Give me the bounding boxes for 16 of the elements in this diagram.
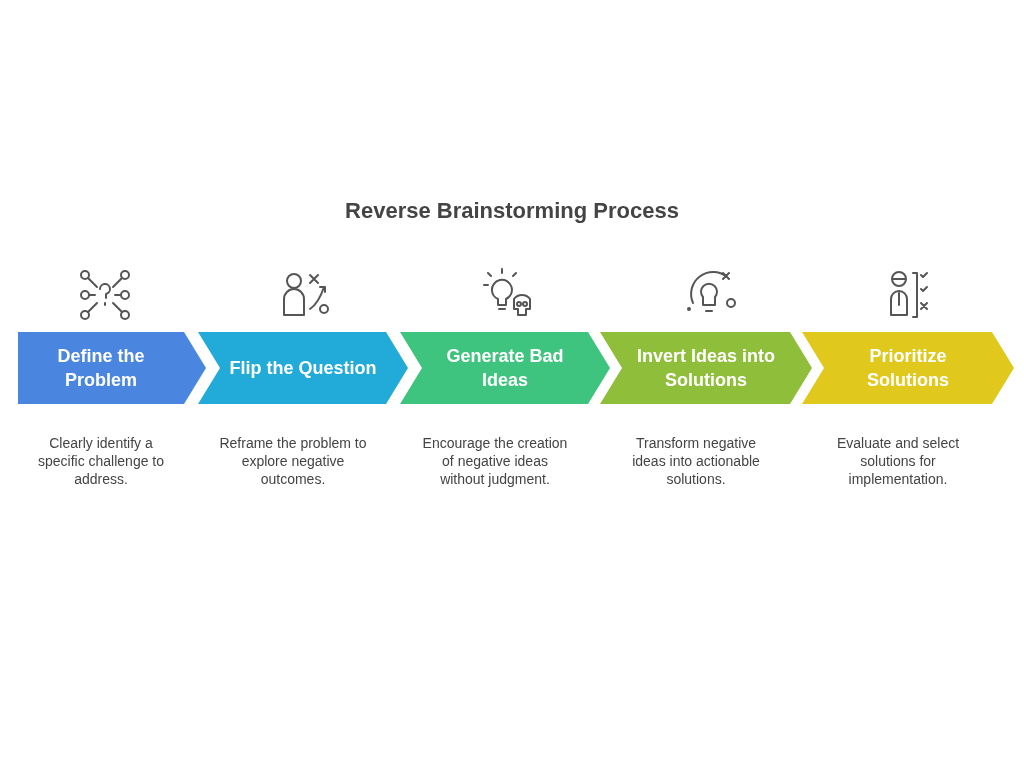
chevron-step	[18, 332, 206, 404]
diagram-title: Reverse Brainstorming Process	[344, 198, 680, 224]
step-description: Reframe the problem to explore negative outcomes.	[218, 434, 368, 488]
chevron-step	[600, 332, 812, 404]
step-title: Define the Problem	[56, 345, 146, 392]
step-description: Transform negative ideas into actionable solutions.	[631, 434, 761, 488]
chevron-step	[400, 332, 610, 404]
step-title: Generate Bad Ideas	[445, 345, 565, 392]
chevron-step	[802, 332, 1014, 404]
step-description: Clearly identify a specific challenge to address.	[36, 434, 166, 488]
step-title: Flip the Question	[228, 357, 378, 380]
chevron-step	[198, 332, 408, 404]
step-title: Prioritize Solutions	[866, 345, 950, 392]
step-title: Invert Ideas into Solutions	[635, 345, 776, 392]
step-description: Encourage the creation of negative ideas without judgment.	[421, 434, 569, 488]
step-description: Evaluate and select solutions for implementation.	[835, 434, 961, 488]
